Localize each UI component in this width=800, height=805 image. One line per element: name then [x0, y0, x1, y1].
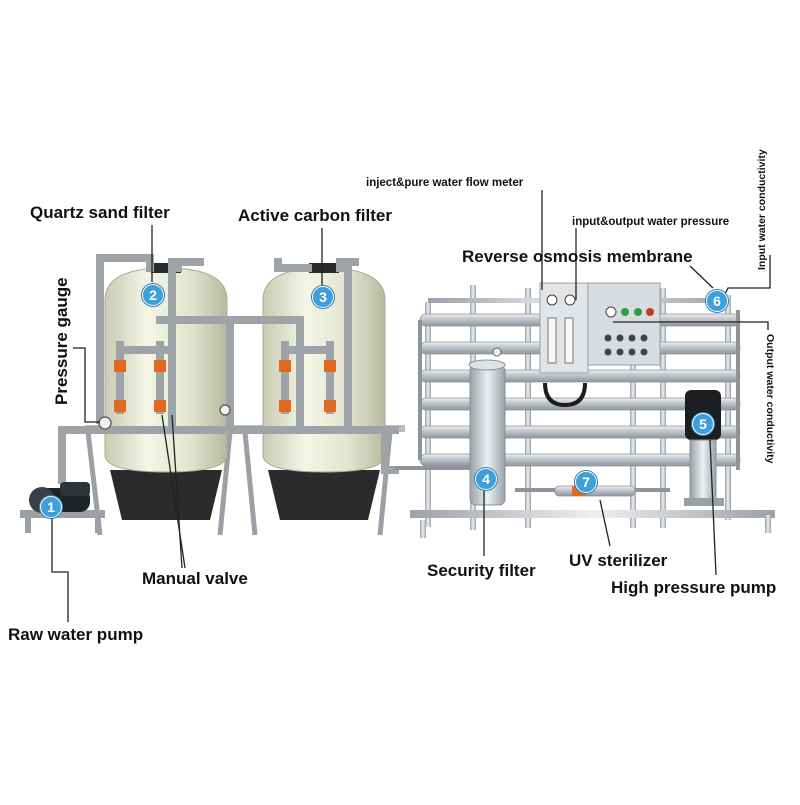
label-security-filter: Security filter [427, 561, 536, 580]
flow-meter-panel [539, 282, 589, 374]
label-quartz-sand-filter: Quartz sand filter [30, 203, 170, 222]
label-manual-valve: Manual valve [142, 569, 248, 588]
label-uv-sterilizer: UV sterilizer [569, 551, 668, 570]
badge-raw-water-pump: 1 [40, 496, 62, 518]
high-pressure-pump [684, 390, 724, 506]
badge-quartz-sand-filter: 2 [142, 284, 164, 306]
label-reverse-osmosis-membrane: Reverse osmosis membrane [462, 247, 693, 266]
label-output-water-conductivity: Output water conductivity [764, 334, 776, 464]
label-io-water-pressure: input&output water pressure [572, 216, 730, 228]
label-raw-water-pump: Raw water pump [8, 625, 144, 644]
label-high-pressure-pump: High pressure pump [611, 578, 777, 597]
badge-active-carbon-filter: 3 [312, 286, 334, 308]
label-flow-meter: inject&pure water flow meter [366, 177, 524, 189]
badge-high-pressure-pump: 5 [692, 413, 714, 435]
label-active-carbon-filter: Active carbon filter [238, 206, 392, 225]
leader-lines [51, 190, 771, 622]
manual-valves [114, 360, 336, 412]
pressure-gauges [98, 404, 231, 430]
control-panel [587, 282, 661, 366]
badge-ro-membrane: 6 [706, 290, 728, 312]
hose [543, 382, 587, 408]
badge-uv-sterilizer: 7 [575, 471, 597, 493]
badge-security-filter: 4 [475, 468, 497, 490]
label-pressure-gauge: Pressure gauge [52, 277, 71, 405]
label-input-water-conductivity: Input water conductivity [756, 149, 768, 270]
tank-pipework [58, 254, 399, 484]
